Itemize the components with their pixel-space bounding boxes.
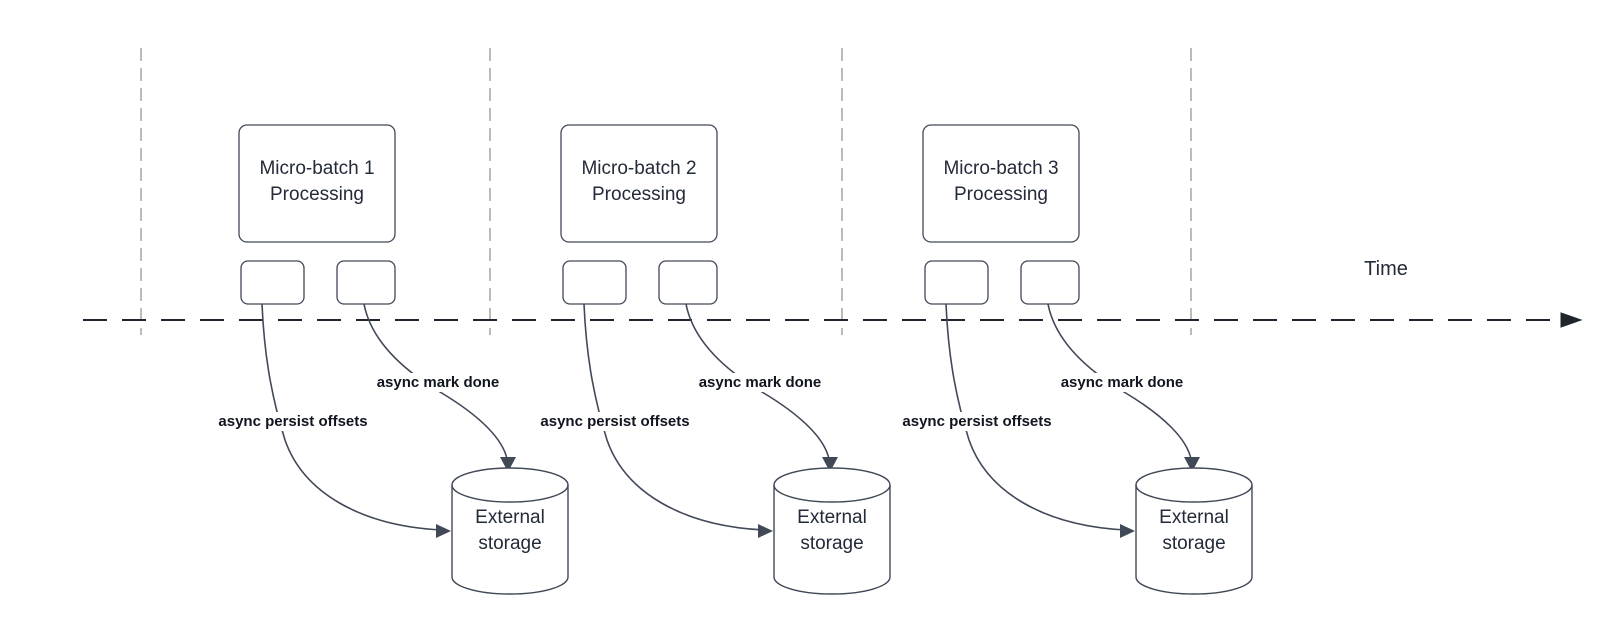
persist-offsets-arrowhead-icon-2: [758, 524, 773, 538]
storage-label-2-line2: storage: [800, 533, 864, 554]
storage-label-2: External storage: [774, 505, 890, 557]
persist-offsets-label-1: async persist offsets: [214, 412, 372, 431]
persist-offsets-curve-1: [261, 303, 443, 531]
storage-label-2-line1: External: [797, 507, 867, 528]
microbatch-1-box: [238, 124, 396, 243]
time-axis-label: Time: [1364, 258, 1408, 280]
storage-cylinder-rim-2: [773, 484, 891, 503]
microbatch-1-markdone-task-box: [336, 260, 396, 305]
storage-label-3-line2: storage: [1162, 533, 1226, 554]
mark-done-arrowhead-icon-3: [1184, 457, 1200, 472]
persist-offsets-curve-3: [945, 303, 1127, 531]
storage-label-1-line2: storage: [478, 533, 542, 554]
persist-offsets-label-2: async persist offsets: [536, 412, 694, 431]
mark-done-label-2: async mark done: [694, 373, 826, 392]
microbatch-2-box-label: Micro-batch 2 Processing: [561, 156, 717, 208]
microbatch-3-box-label: Micro-batch 3 Processing: [923, 156, 1079, 208]
microbatch-1-box-label-line2: Processing: [270, 184, 364, 205]
storage-label-1-line1: External: [475, 507, 545, 528]
mark-done-arrowhead-icon-2: [822, 457, 838, 472]
storage-cylinder-rim-3: [1135, 484, 1253, 503]
microbatch-1-box-label: Micro-batch 1 Processing: [239, 156, 395, 208]
microbatch-1-box-label-line1: Micro-batch 1: [259, 158, 375, 179]
microbatch-3-box: [922, 124, 1080, 243]
storage-cylinder-rim-1: [451, 484, 569, 503]
microbatch-2-offset-task-box: [562, 260, 627, 305]
persist-offsets-label-3: async persist offsets: [898, 412, 1056, 431]
mark-done-label-3: async mark done: [1056, 373, 1188, 392]
mark-done-arrowhead-icon-1: [500, 457, 516, 472]
persist-offsets-curve-2: [583, 303, 765, 531]
storage-label-3-line1: External: [1159, 507, 1229, 528]
storage-label-1: External storage: [452, 505, 568, 557]
microbatch-3-offset-task-box: [924, 260, 989, 305]
microbatch-3-box-label-line2: Processing: [954, 184, 1048, 205]
storage-label-3: External storage: [1136, 505, 1252, 557]
microbatch-3-markdone-task-box: [1020, 260, 1080, 305]
persist-offsets-arrowhead-icon-3: [1120, 524, 1135, 538]
persist-offsets-arrowhead-icon-1: [436, 524, 451, 538]
mark-done-label-1: async mark done: [372, 373, 504, 392]
microbatch-2-markdone-task-box: [658, 260, 718, 305]
microbatch-1-offset-task-box: [240, 260, 305, 305]
microbatch-3-box-label-line1: Micro-batch 3: [943, 158, 1059, 179]
microbatch-2-box: [560, 124, 718, 243]
microbatch-2-box-label-line1: Micro-batch 2: [581, 158, 697, 179]
time-axis-arrowhead-icon: [1560, 312, 1583, 328]
microbatch-2-box-label-line2: Processing: [592, 184, 686, 205]
